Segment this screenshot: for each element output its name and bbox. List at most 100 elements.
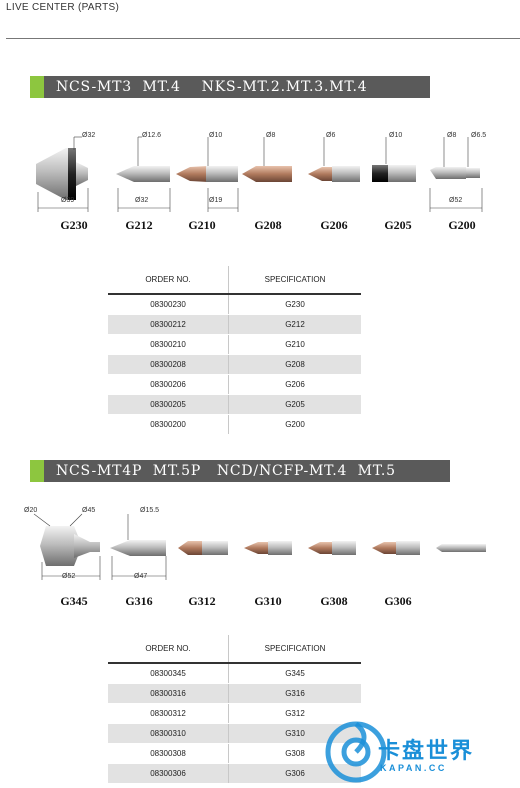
spec-cell: G230 (228, 294, 361, 315)
dim-g200-bottom: Ø52 (449, 197, 463, 204)
part-g345 (40, 526, 100, 566)
dim-g210-bottom: Ø19 (209, 197, 223, 204)
part-label-g210: G210 (188, 218, 216, 232)
col-specification: SPECIFICATION (228, 266, 361, 295)
dim-g230-bottom: Ø39 (61, 197, 75, 204)
part-label-g212: G212 (125, 218, 153, 232)
part-label-g310: G310 (254, 594, 282, 608)
col-order-no: ORDER NO. (108, 635, 229, 664)
part-label-g306: G306 (384, 594, 412, 608)
section-2-title: NCS-MT4P MT.5P NCD/NCFP-MT.4 MT.5 (56, 463, 396, 479)
part-g208 (242, 166, 292, 182)
dim-g200-top-1: Ø8 (447, 132, 457, 139)
dim-g345-top-1: Ø20 (24, 507, 38, 514)
part-g200 (430, 167, 480, 179)
part-label-g200: G200 (448, 218, 476, 232)
part-g230 (36, 148, 88, 200)
spec-cell: G345 (228, 663, 361, 684)
header-rule (6, 38, 520, 39)
dim-g200-top-2: Ø6.5 (471, 132, 487, 139)
section-1-header: NCS-MT3 MT.4 NKS-MT.2.MT.3.MT.4 (30, 76, 430, 98)
part-label-g205: G205 (384, 218, 412, 232)
dim-g212-top: Ø12.6 (142, 132, 162, 139)
dim-g205-top: Ø10 (389, 132, 403, 139)
spec-cell: G312 (228, 703, 361, 724)
dim-g206-top: Ø6 (326, 132, 336, 139)
table-header-row: ORDER NO. SPECIFICATION (108, 635, 361, 664)
part-label-g312: G312 (188, 594, 216, 608)
spec-cell: G212 (228, 314, 361, 335)
dim-g316-bottom: Ø47 (134, 573, 148, 580)
spec-cell: G208 (228, 354, 361, 375)
order-no-cell: 08300316 (108, 683, 229, 704)
order-no-cell: 08300230 (108, 294, 229, 315)
section-accent (30, 76, 44, 98)
order-no-cell: 08300308 (108, 743, 229, 764)
spec-cell: G306 (228, 763, 361, 784)
section-1-parts-drawing (36, 136, 483, 212)
order-no-cell: 08300212 (108, 314, 229, 335)
part-g212 (116, 166, 170, 182)
part-g210 (176, 166, 238, 182)
spec-cell: G200 (228, 414, 361, 435)
part-label-g208: G208 (254, 218, 282, 232)
dim-g316-top: Ø15.5 (140, 507, 160, 514)
order-no-cell: 08300200 (108, 414, 229, 435)
order-no-cell: 08300205 (108, 394, 229, 415)
section-1-title: NCS-MT3 MT.4 NKS-MT.2.MT.3.MT.4 (56, 79, 368, 95)
part-label-g345: G345 (60, 594, 88, 608)
table-header-row: ORDER NO. SPECIFICATION (108, 266, 361, 295)
part-g306 (372, 541, 420, 555)
part-g308 (308, 541, 356, 555)
order-no-cell: 08300312 (108, 703, 229, 724)
order-no-cell: 08300306 (108, 763, 229, 784)
part-g205 (372, 165, 416, 182)
order-no-cell: 08300310 (108, 723, 229, 744)
col-order-no: ORDER NO. (108, 266, 229, 295)
section-2-parts-drawing (33, 513, 486, 580)
part-g312 (178, 541, 228, 555)
spec-cell: G310 (228, 723, 361, 744)
spec-cell: G316 (228, 683, 361, 704)
order-no-cell: 08300208 (108, 354, 229, 375)
part-g316 (110, 540, 166, 556)
dim-g208-top: Ø8 (266, 132, 276, 139)
part-label-g230: G230 (60, 218, 88, 232)
watermark-logo-icon (325, 721, 387, 783)
order-no-cell: 08300210 (108, 334, 229, 355)
page-title: LIVE CENTER (PARTS) (6, 2, 120, 13)
dim-g210-top: Ø10 (209, 132, 223, 139)
dim-g212-bottom: Ø32 (135, 197, 149, 204)
order-no-cell: 08300206 (108, 374, 229, 395)
order-no-cell: 08300345 (108, 663, 229, 684)
part-label-g206: G206 (320, 218, 348, 232)
dim-g230-top: Ø32 (82, 132, 96, 139)
spec-cell: G206 (228, 374, 361, 395)
dim-g345-top-2: Ø45 (82, 507, 96, 514)
section-2-header: NCS-MT4P MT.5P NCD/NCFP-MT.4 MT.5 (30, 460, 450, 482)
spec-cell: G210 (228, 334, 361, 355)
watermark-text: 卡盘世界 (378, 738, 475, 763)
part-label-g316: G316 (125, 594, 153, 608)
part-g206 (308, 166, 360, 182)
col-specification: SPECIFICATION (228, 635, 361, 664)
part-label-g308: G308 (320, 594, 348, 608)
part-g310 (244, 541, 292, 555)
dim-g345-bottom: Ø52 (62, 573, 76, 580)
part-pin (436, 544, 486, 552)
